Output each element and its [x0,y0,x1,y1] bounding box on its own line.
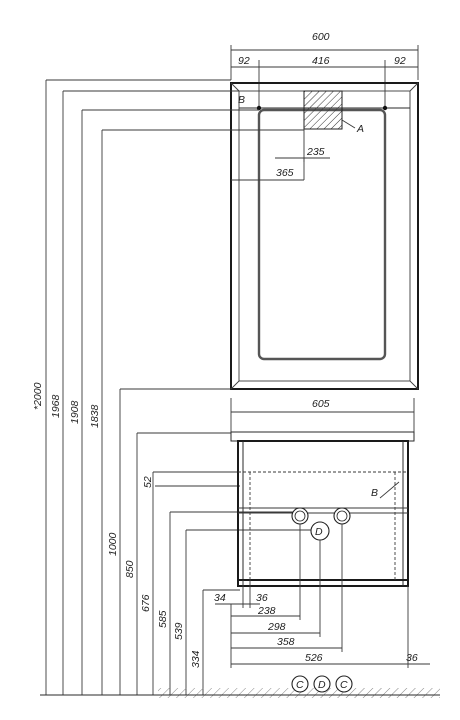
cabinet-dim-358: 358 [277,636,295,648]
connection-legend: C D C [291,675,353,693]
height-1000: 1000 [107,532,119,556]
hot-water-connection [333,507,351,525]
mirror-label-a: A [356,123,364,135]
cabinet-dim-34: 34 [214,592,226,604]
mirror-group: 600 92 416 92 B A 235 365 [230,31,419,390]
mirror-offset-235: 235 [306,146,325,158]
mirror-side-left-label: 92 [238,55,250,67]
height-1908: 1908 [69,400,81,424]
legend-hot-icon [335,675,353,693]
legend-c2: C [340,679,348,691]
cabinet-label-b: B [371,487,378,499]
cabinet-group: 605 B D 34 36 238 2 [214,398,430,668]
mount-point-right [382,105,388,111]
legend-cold-icon [291,675,309,693]
cold-water-connection [291,507,309,525]
cabinet-body [237,440,409,587]
mount-point-left [256,105,262,111]
mirror-lamp-box [303,90,343,130]
legend-c1: C [296,679,304,691]
cabinet-dim-298: 298 [267,621,286,633]
mirror-width-label: 600 [312,31,330,43]
cabinet-countertop [230,431,415,442]
cabinet-label-d: D [315,526,323,538]
mirror-offset-365: 365 [276,167,294,179]
height-585: 585 [157,610,169,628]
cabinet-width-label: 605 [312,398,330,410]
legend-drain-icon [313,675,331,693]
height-850: 850 [124,560,136,578]
height-1968: 1968 [50,394,62,418]
cabinet-dim-238: 238 [257,605,276,617]
height-2000: *2000 [32,382,44,410]
floor-line [40,688,440,698]
mirror-center-label: 416 [312,55,330,67]
height-52: 52 [142,476,154,488]
height-dimensions: *2000 1968 1908 1838 1000 850 676 52 585 [32,79,316,695]
cabinet-dim-526: 526 [305,652,323,664]
height-539: 539 [173,622,185,640]
cabinet-dim-36a: 36 [256,592,268,604]
height-334: 334 [190,650,202,668]
cabinet-dim-36b: 36 [406,652,418,664]
legend-d: D [318,679,326,691]
height-1838: 1838 [89,404,101,428]
height-676: 676 [140,594,152,612]
mirror-label-b: B [238,94,245,106]
mirror-side-right-label: 92 [394,55,406,67]
mirror-outer-frame [230,82,419,390]
